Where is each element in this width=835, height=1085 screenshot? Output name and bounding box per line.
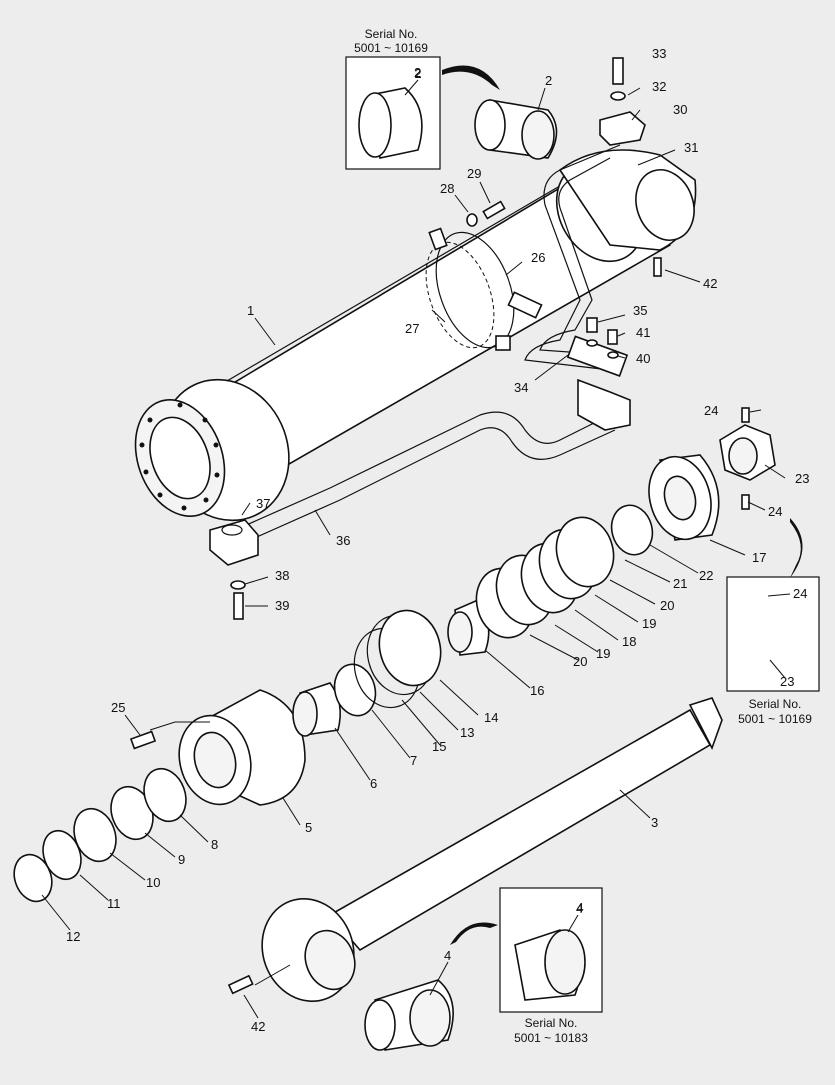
seal-rings-middle <box>333 609 442 717</box>
callout-9: 9 <box>178 852 185 867</box>
callout-37: 37 <box>256 496 270 511</box>
callout-23-inset: 23 <box>780 674 794 689</box>
bushing-2 <box>474 99 558 160</box>
callout-36: 36 <box>336 533 350 548</box>
callout-3: 3 <box>651 815 658 830</box>
callout-24-mid: 24 <box>768 504 782 519</box>
callout-8: 8 <box>211 837 218 852</box>
callout-42-top: 42 <box>703 276 717 291</box>
callout-32: 32 <box>652 79 666 94</box>
callout-5: 5 <box>305 820 312 835</box>
inset-top: Serial No. 5001 ~ 10169 2 <box>345 27 500 170</box>
inset-right-label: Serial No. <box>749 697 802 711</box>
callout-11: 11 <box>107 896 121 911</box>
callout-20-upper: 20 <box>660 598 674 613</box>
callout-4-inset: 4 <box>576 901 583 916</box>
seal-rings-lower <box>13 767 187 903</box>
bushing-6 <box>292 682 341 737</box>
callout-30: 30 <box>673 102 687 117</box>
leader-lines <box>41 87 791 1019</box>
callout-14: 14 <box>484 710 498 725</box>
callout-31: 31 <box>684 140 698 155</box>
callout-4: 4 <box>444 948 451 963</box>
inset-top-label: Serial No. <box>365 27 418 41</box>
inset-bottom: 4 Serial No. 5001 ~ 10183 <box>450 887 603 1045</box>
callout-40: 40 <box>636 351 650 366</box>
callout-15: 15 <box>432 739 446 754</box>
cylinder-tube <box>134 149 697 522</box>
callout-7: 7 <box>410 753 417 768</box>
callout-26: 26 <box>531 250 545 265</box>
upper-pipe <box>524 111 646 377</box>
callout-19-lower: 19 <box>596 646 610 661</box>
piston-rod <box>261 697 723 1003</box>
callout-34: 34 <box>514 380 528 395</box>
callout-2: 2 <box>545 73 552 88</box>
callout-24-inset: 24 <box>793 586 807 601</box>
callout-20-lower: 20 <box>573 654 587 669</box>
callout-28: 28 <box>440 181 454 196</box>
inset-top-range: 5001 ~ 10169 <box>354 41 428 55</box>
inset-bottom-part: 4 <box>576 900 583 915</box>
callout-10: 10 <box>146 875 160 890</box>
nut-23 <box>719 424 776 481</box>
inset-right-range: 5001 ~ 10169 <box>738 712 812 726</box>
callout-1: 1 <box>247 303 254 318</box>
callout-41: 41 <box>636 325 650 340</box>
flange-bolt-holes <box>139 402 220 511</box>
callout-2-inset: 2 <box>414 65 421 80</box>
callout-38: 38 <box>275 568 289 583</box>
callout-17: 17 <box>752 550 766 565</box>
callout-19-upper: 19 <box>642 616 656 631</box>
inset-bottom-range: 5001 ~ 10183 <box>514 1031 588 1045</box>
callout-42-bottom: 42 <box>251 1019 265 1034</box>
rod-cover-5 <box>178 689 306 806</box>
callout-29: 29 <box>467 166 481 181</box>
callout-33: 33 <box>652 46 666 61</box>
callouts: 33 32 30 31 2 2 28 29 26 42 1 27 35 41 4… <box>66 46 809 1034</box>
callout-18: 18 <box>622 634 636 649</box>
clamp-band <box>425 227 543 351</box>
piston-17 <box>648 454 720 541</box>
callout-22: 22 <box>699 568 713 583</box>
callout-12: 12 <box>66 929 80 944</box>
callout-24-top: 24 <box>704 403 718 418</box>
callout-27: 27 <box>405 321 419 336</box>
callout-21: 21 <box>673 576 687 591</box>
bushing-4 <box>364 979 454 1051</box>
callout-35: 35 <box>633 303 647 318</box>
callout-16: 16 <box>530 683 544 698</box>
callout-13: 13 <box>460 725 474 740</box>
callout-23: 23 <box>795 471 809 486</box>
inset-bottom-label: Serial No. <box>525 1016 578 1030</box>
callout-25: 25 <box>111 700 125 715</box>
lower-pipe <box>209 378 631 566</box>
callout-6: 6 <box>370 776 377 791</box>
inset-top-part: 2 <box>414 66 421 81</box>
callout-39: 39 <box>275 598 289 613</box>
piston-seals <box>447 504 654 656</box>
inset-right: Serial No. 5001 ~ 10169 <box>726 518 820 726</box>
